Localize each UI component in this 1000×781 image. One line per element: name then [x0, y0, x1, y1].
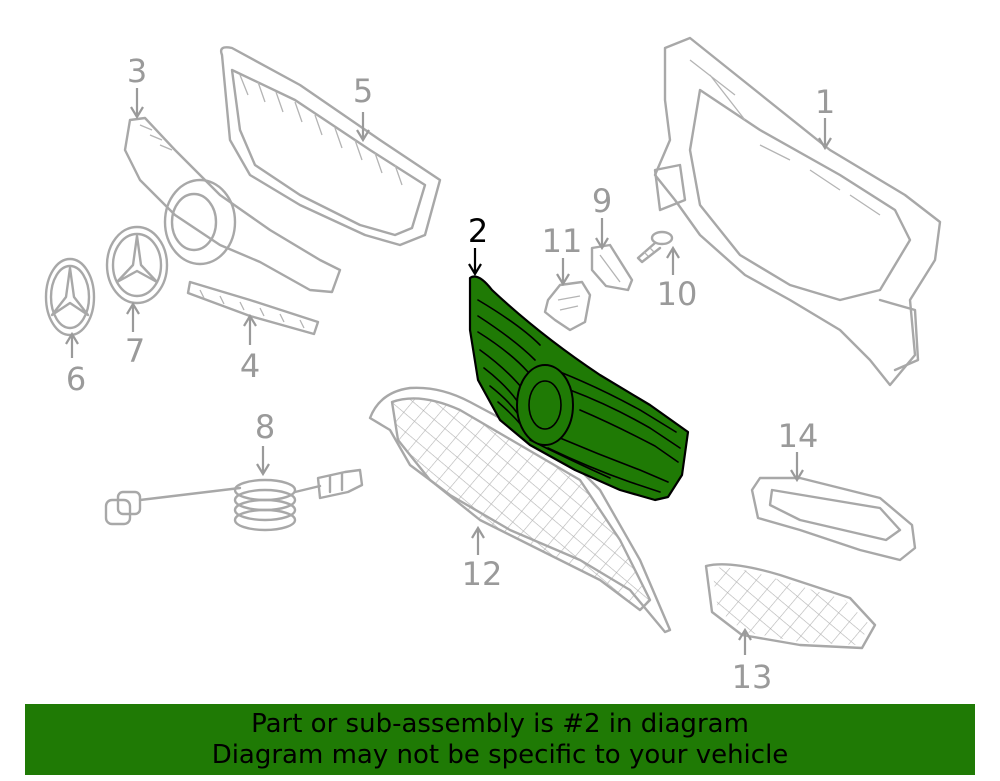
- callout-14: 14: [778, 417, 819, 455]
- callout-6: 6: [66, 360, 86, 398]
- part-11-bracket: [543, 280, 592, 332]
- part-3-grille-bar: [123, 116, 342, 294]
- callout-7: 7: [125, 332, 145, 370]
- callout-1: 1: [815, 83, 835, 121]
- part-2-grille-insert: [468, 275, 690, 502]
- callout-10: 10: [657, 275, 698, 313]
- part-14-side-trim: [750, 476, 917, 562]
- part-6-star-emblem: [44, 257, 96, 337]
- part-4-trim-strip: [186, 280, 320, 336]
- callout-4: 4: [240, 347, 260, 385]
- part-13-mesh-insert: [704, 563, 877, 650]
- part-8-wiring-harness: [104, 468, 364, 532]
- banner-line-2: Diagram may not be specific to your vehi…: [211, 739, 789, 770]
- callout-13: 13: [732, 658, 773, 696]
- part-10-screw: [636, 230, 674, 264]
- callout-3: 3: [127, 52, 147, 90]
- callout-5: 5: [353, 72, 373, 110]
- part-5-grille-surround: [219, 46, 442, 247]
- banner-line-1: Part or sub-assembly is #2 in diagram: [251, 708, 749, 739]
- callout-12: 12: [462, 555, 503, 593]
- part-7-star-emblem-assembly: [105, 225, 169, 305]
- parts-diagram: 1 2 3 4 5 6 7 8 9 10 11 12 13 14: [44, 36, 942, 696]
- callout-arrows: [65, 88, 832, 655]
- callout-8: 8: [255, 408, 275, 446]
- callout-2: 2: [468, 212, 488, 250]
- info-banner: Part or sub-assembly is #2 in diagram Di…: [25, 704, 975, 775]
- part-12-lower-mesh: [368, 386, 672, 634]
- callout-11: 11: [542, 222, 583, 260]
- part-1-grille-frame: [653, 36, 942, 387]
- callout-9: 9: [592, 182, 612, 220]
- part-9-clip: [590, 243, 634, 292]
